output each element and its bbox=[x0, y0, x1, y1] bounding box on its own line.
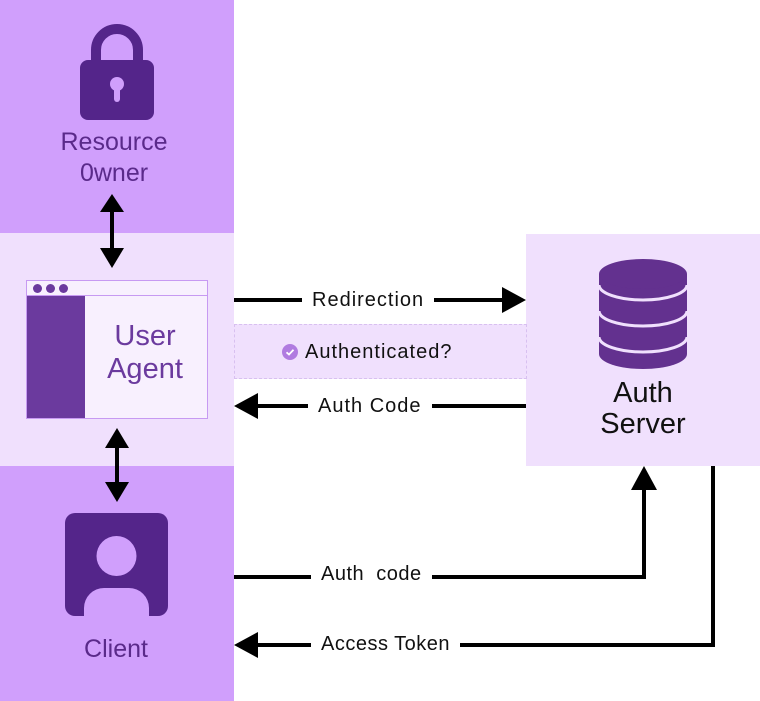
user-avatar-icon bbox=[65, 513, 168, 616]
auth-code-send-label: Auth code bbox=[311, 562, 432, 586]
arrow-resource-owner-user-agent bbox=[100, 194, 124, 268]
resource-owner-label-line1: Resource bbox=[60, 128, 168, 156]
browser-window-icon: User Agent bbox=[26, 280, 208, 419]
user-agent-label-line1: User bbox=[114, 320, 176, 352]
browser-dot-icon bbox=[33, 284, 42, 293]
access-token-label: Access Token bbox=[311, 632, 461, 656]
browser-dot-icon bbox=[59, 284, 68, 293]
user-agent-label-line2: Agent bbox=[107, 353, 183, 385]
client-label: Client bbox=[84, 635, 148, 663]
arrow-auth-code-send bbox=[234, 466, 657, 579]
lock-icon bbox=[80, 24, 154, 120]
resource-owner-label-line2: 0wner bbox=[79, 159, 149, 187]
auth-server-label-line1: Auth bbox=[613, 377, 673, 409]
database-icon bbox=[598, 259, 688, 369]
resource-owner-label: Resource 0wner bbox=[0, 127, 228, 189]
auth-server-label: Auth Server bbox=[526, 378, 760, 440]
arrow-user-agent-client bbox=[105, 428, 129, 502]
auth-code-return-label: Auth Code bbox=[308, 394, 432, 418]
auth-server-label-line2: Server bbox=[600, 408, 686, 440]
browser-dot-icon bbox=[46, 284, 55, 293]
browser-titlebar bbox=[27, 281, 207, 296]
redirection-label: Redirection bbox=[302, 288, 435, 312]
user-agent-label: User Agent bbox=[85, 320, 205, 386]
browser-sidebar bbox=[27, 296, 85, 418]
arrow-access-token bbox=[234, 466, 715, 658]
check-circle-icon bbox=[282, 344, 298, 360]
authenticated-label-group: Authenticated? bbox=[282, 340, 452, 364]
authenticated-label: Authenticated? bbox=[305, 341, 453, 363]
